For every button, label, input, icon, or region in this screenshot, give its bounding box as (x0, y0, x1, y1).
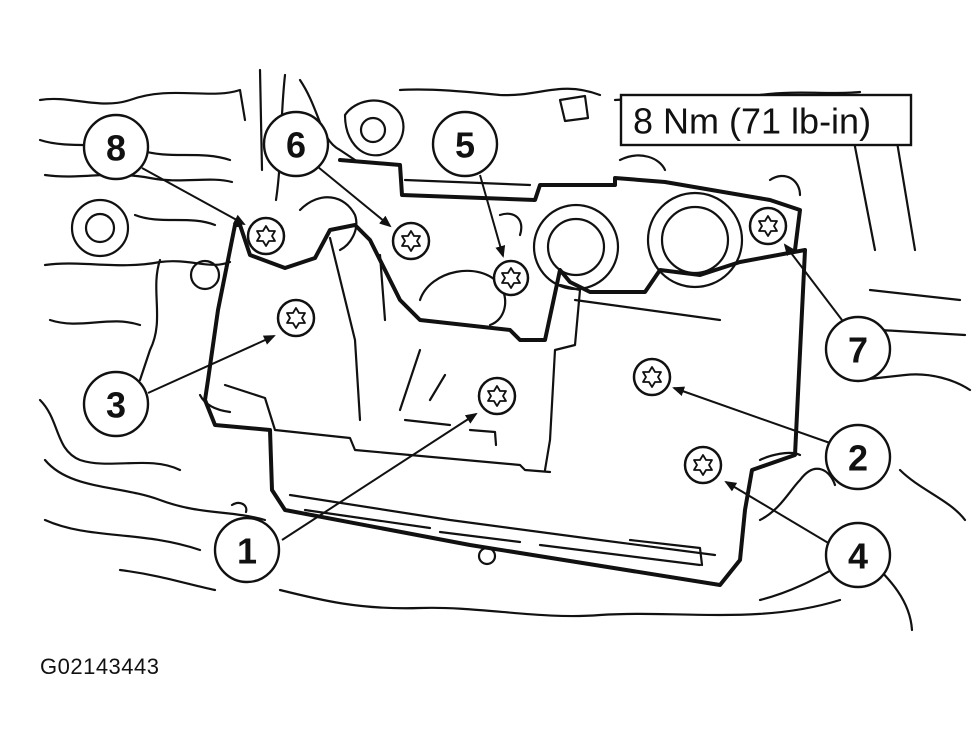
torx-bolt-icon (683, 445, 723, 485)
callout-1: 1 (213, 516, 281, 584)
callout-number: 8 (106, 128, 126, 169)
leader-4 (724, 480, 831, 545)
torx-bolt-icon (246, 216, 286, 256)
torx-bolt-icon (477, 376, 517, 416)
torx-bolt-icon (276, 298, 316, 338)
transmission-case-outline (38, 68, 972, 632)
leader-3 (147, 335, 276, 394)
torx-bolt-icon (492, 259, 530, 297)
callout-8: 8 (82, 113, 150, 181)
leader-lines (141, 166, 843, 545)
torx-bolt-icon (632, 357, 672, 397)
callout-3: 3 (82, 370, 150, 438)
callout-number: 1 (237, 531, 257, 572)
torx-bolt-icon (748, 206, 788, 246)
callout-number: 6 (286, 125, 306, 166)
leader-5 (479, 174, 506, 258)
callout-2: 2 (824, 423, 892, 491)
callout-number: 2 (848, 438, 868, 479)
callout-7: 7 (824, 315, 892, 383)
torque-spec-label: 8 Nm (71 lb-in) (633, 101, 871, 142)
leader-1 (281, 412, 478, 541)
bolts (246, 206, 788, 485)
leader-8 (141, 167, 246, 225)
leader-7 (783, 243, 843, 321)
callout-4: 4 (824, 521, 892, 589)
upper-plate (298, 154, 802, 327)
callout-6: 6 (262, 110, 330, 178)
figure-id-label: G02143443 (40, 654, 160, 679)
valve-body-plate (198, 223, 807, 587)
leader-2 (672, 386, 831, 444)
callout-number: 4 (848, 536, 868, 577)
callout-number: 5 (455, 125, 475, 166)
leader-6 (317, 166, 392, 228)
torx-bolt-icon (391, 221, 431, 261)
callout-number: 3 (106, 385, 126, 426)
callout-5: 5 (431, 110, 499, 178)
torque-spec-box: 8 Nm (71 lb-in) (619, 93, 913, 147)
callout-number: 7 (848, 330, 868, 371)
